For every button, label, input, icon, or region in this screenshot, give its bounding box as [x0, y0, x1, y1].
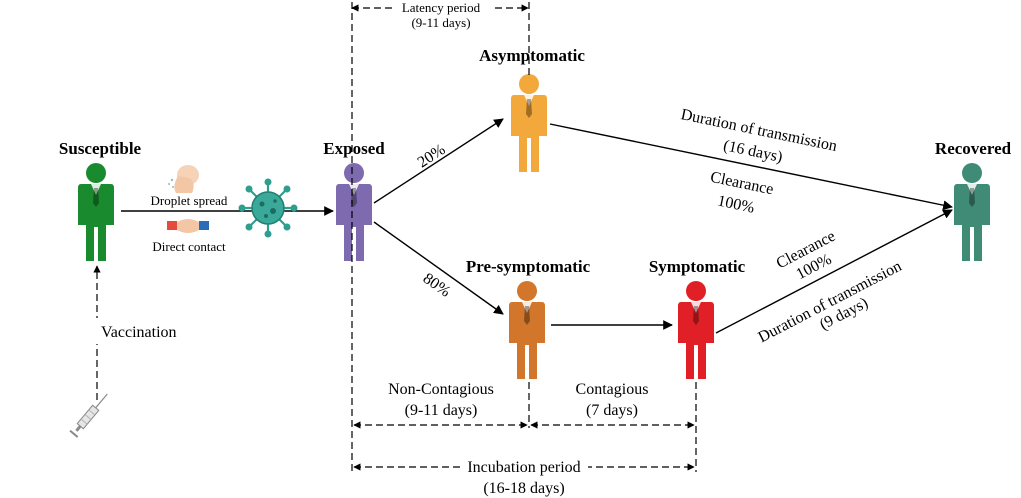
presymptomatic-arrow: [373, 221, 504, 315]
asymptomatic-person-icon: [511, 74, 547, 172]
latency-days: (9-11 days): [411, 15, 470, 30]
susceptible-person-icon: [78, 163, 114, 261]
asym-clearance-pct: 100%: [716, 192, 756, 216]
recovered-person-icon: [954, 163, 990, 261]
symptomatic-recovery-arrow: [715, 209, 953, 334]
noncontagious-days: (9-11 days): [405, 402, 478, 419]
asymptomatic-percent: 20%: [415, 141, 449, 171]
symptomatic-title: Symptomatic: [649, 257, 746, 276]
direct-contact-label: Direct contact: [152, 239, 226, 254]
contagious-days: (7 days): [586, 402, 638, 419]
asymptomatic-title: Asymptomatic: [479, 46, 585, 65]
virus-icon: [238, 178, 298, 238]
asymptomatic-arrow: [373, 118, 504, 204]
syringe-icon: [69, 393, 108, 438]
vaccination-label: Vaccination: [101, 324, 177, 341]
noncontagious-label: Non-Contagious: [388, 381, 494, 398]
presymptomatic-title: Pre-symptomatic: [466, 257, 591, 276]
latency-label: Latency period: [402, 0, 481, 15]
sym-duration-label: Duration of transmission: [755, 258, 904, 347]
contagious-label: Contagious: [576, 381, 649, 398]
symptomatic-person-icon: [678, 281, 714, 379]
recovered-title: Recovered: [935, 139, 1012, 158]
exposed-title: Exposed: [323, 139, 385, 158]
exposed-person-icon: [336, 163, 372, 261]
handshake-icon: [167, 219, 209, 233]
susceptible-title: Susceptible: [59, 139, 142, 158]
incubation-label: Incubation period: [467, 459, 580, 476]
incubation-days: (16-18 days): [483, 480, 564, 497]
asymptomatic-recovery-arrow: [549, 123, 953, 211]
presymptomatic-person-icon: [509, 281, 545, 379]
droplet-spread-icon: [168, 165, 199, 193]
droplet-spread-label: Droplet spread: [151, 193, 228, 208]
